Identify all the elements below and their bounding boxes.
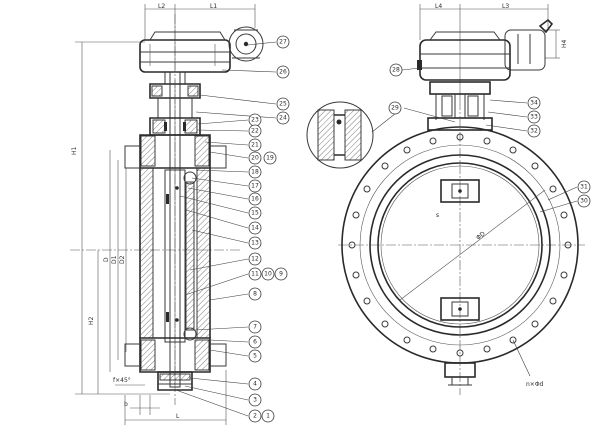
svg-text:7: 7 [253, 324, 257, 331]
svg-text:24: 24 [279, 115, 287, 122]
bubble-15: 15 [248, 206, 262, 220]
svg-text:34: 34 [530, 100, 538, 107]
dim-f45: f×45° [113, 377, 131, 384]
svg-text:29: 29 [391, 105, 399, 112]
dim-phiD: ΦD [475, 230, 487, 241]
svg-text:28: 28 [392, 67, 400, 74]
svg-text:2: 2 [253, 413, 257, 420]
svg-text:30: 30 [580, 198, 588, 205]
bubble-24: 24 [276, 111, 290, 125]
bubble-17: 17 [248, 179, 262, 193]
svg-text:14: 14 [251, 225, 259, 232]
dim-D1: D1 [111, 255, 118, 264]
section-view: L2 L1 H1 H2 D D1 D2 [70, 3, 264, 425]
bubble-21: 21 [248, 138, 262, 152]
svg-text:25: 25 [279, 101, 287, 108]
svg-text:10: 10 [264, 271, 272, 278]
bubble-32: 32 [527, 124, 541, 138]
left-leaders [175, 41, 277, 417]
dim-nphid: n×Φd [526, 381, 544, 388]
svg-text:32: 32 [530, 128, 538, 135]
bubble-10: 10 [261, 267, 275, 281]
svg-text:33: 33 [530, 114, 538, 121]
svg-text:13: 13 [251, 240, 259, 247]
svg-text:6: 6 [253, 339, 257, 346]
bubble-25: 25 [276, 97, 290, 111]
bolt-holes [348, 133, 572, 357]
svg-text:21: 21 [251, 142, 259, 149]
dim-L2: L2 [158, 3, 165, 10]
svg-text:8: 8 [253, 291, 257, 298]
svg-text:s: s [436, 212, 439, 219]
dim-L3: L3 [502, 3, 509, 10]
dim-L: L [176, 413, 180, 420]
svg-text:23: 23 [251, 117, 259, 124]
svg-text:16: 16 [251, 196, 259, 203]
bubble-7: 7 [248, 320, 262, 334]
dim-b: b [124, 401, 128, 408]
bubble-11: 11 [248, 267, 262, 281]
svg-text:27: 27 [279, 39, 287, 46]
svg-text:20: 20 [251, 155, 259, 162]
bubble-5: 5 [248, 349, 262, 363]
bubble-26: 26 [276, 65, 290, 79]
right-leaders [401, 67, 578, 213]
dim-D: D [103, 257, 110, 262]
dim-H2: H2 [88, 316, 95, 325]
bubble-9: 9 [274, 267, 288, 281]
svg-text:31: 31 [580, 184, 588, 191]
part-labels-right: 28 29 34 33 32 31 30 [388, 63, 591, 208]
bubble-29: 29 [388, 101, 402, 115]
dim-L4: L4 [435, 3, 442, 10]
bubble-2: 2 [248, 409, 262, 423]
svg-text:26: 26 [279, 69, 287, 76]
bubble-19: 19 [263, 151, 277, 165]
bubble-27: 27 [276, 35, 290, 49]
bubble-4: 4 [248, 377, 262, 391]
bubble-22: 22 [248, 124, 262, 138]
svg-text:5: 5 [253, 353, 257, 360]
bubble-23: 23 [248, 113, 262, 127]
bubble-20: 20 [248, 151, 262, 165]
bubble-13: 13 [248, 236, 262, 250]
bubble-31: 31 [577, 180, 591, 194]
svg-text:4: 4 [253, 381, 257, 388]
bubble-28: 28 [389, 63, 403, 77]
bubble-18: 18 [248, 165, 262, 179]
part-labels-left: 27 26 25 24 23 22 21 20 19 18 17 16 15 1… [248, 35, 290, 423]
bubble-6: 6 [248, 335, 262, 349]
bubble-1: 1 [261, 409, 275, 423]
dim-H1: H1 [71, 146, 78, 155]
svg-text:17: 17 [251, 183, 259, 190]
svg-text:18: 18 [251, 169, 259, 176]
front-view: L4 L3 H4 [338, 3, 585, 395]
bubble-3: 3 [248, 393, 262, 407]
svg-text:1: 1 [266, 413, 270, 420]
bubble-12: 12 [248, 252, 262, 266]
bubble-14: 14 [248, 221, 262, 235]
svg-text:9: 9 [279, 271, 283, 278]
svg-text:11: 11 [251, 271, 259, 278]
bubble-8: 8 [248, 287, 262, 301]
dim-L1: L1 [210, 3, 217, 10]
svg-text:15: 15 [251, 210, 259, 217]
svg-text:12: 12 [251, 256, 259, 263]
detail-view [306, 101, 401, 169]
svg-text:22: 22 [251, 128, 259, 135]
bubble-33: 33 [527, 110, 541, 124]
svg-text:19: 19 [266, 155, 274, 162]
svg-text:3: 3 [253, 397, 257, 404]
dim-H4: H4 [561, 39, 568, 48]
bubble-16: 16 [248, 192, 262, 206]
dim-D2: D2 [119, 255, 126, 264]
bubble-34: 34 [527, 96, 541, 110]
bubble-30: 30 [577, 194, 591, 208]
